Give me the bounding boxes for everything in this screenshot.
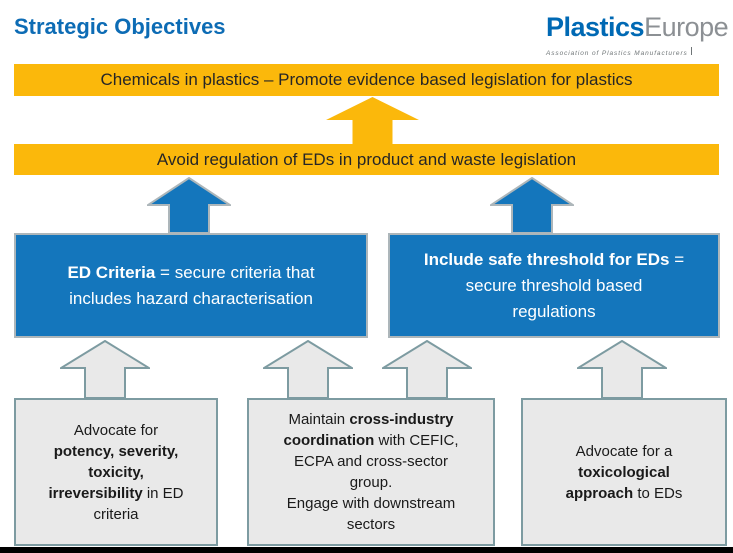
logo-part-plastics: Plastics <box>546 12 645 42</box>
gray-up-arrow-1-icon <box>60 340 150 398</box>
logo-tagline-row: Association of Plastics Manufacturers <box>546 42 716 60</box>
gold-up-arrow-icon <box>326 97 419 144</box>
gray-up-arrow-4-icon <box>577 340 667 398</box>
gray-up-arrow-3-icon <box>382 340 472 398</box>
blue-up-arrow-right-icon <box>490 177 574 233</box>
footer-bar <box>0 547 733 553</box>
blue-up-arrow-left-icon <box>147 177 231 233</box>
box-safe-threshold-text: Include safe threshold for EDs =secure t… <box>423 249 685 321</box>
banner-chemicals-in-plastics: Chemicals in plastics – Promote evidence… <box>14 64 719 96</box>
box-safe-threshold: Include safe threshold for EDs =secure t… <box>388 233 720 338</box>
logo-wordmark: PlasticsEurope <box>546 12 729 42</box>
logo-tagline: Association of Plastics Manufacturers <box>546 50 688 57</box>
logo-part-europe: Europe <box>644 12 729 42</box>
banner-avoid-regulation: Avoid regulation of EDs in product and w… <box>14 144 719 175</box>
logo-tick-mark <box>690 46 692 55</box>
page-title: Strategic Objectives <box>14 14 226 39</box>
plastics-europe-logo: PlasticsEurope Association of Plastics M… <box>546 12 729 60</box>
gray-up-arrow-2-icon <box>263 340 353 398</box>
